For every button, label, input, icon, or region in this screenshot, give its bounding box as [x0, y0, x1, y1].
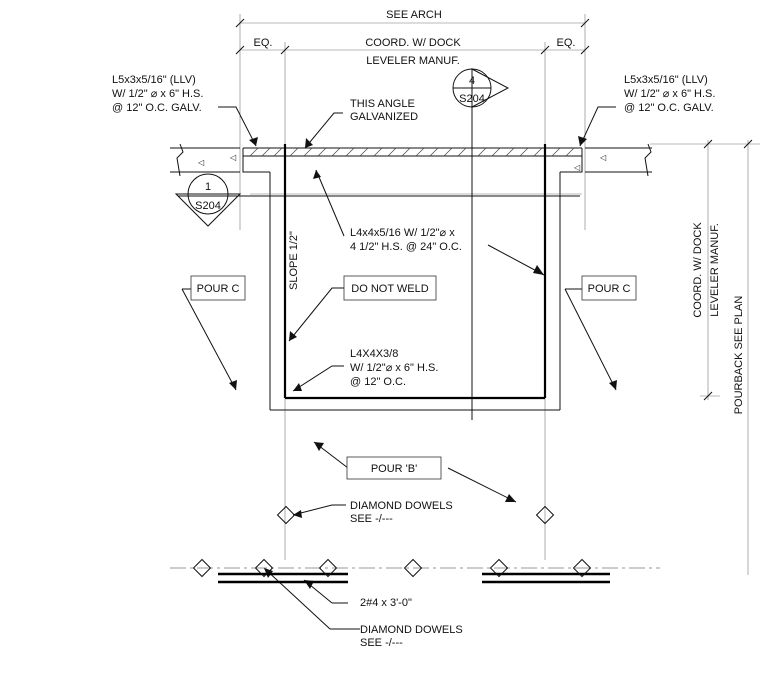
- do-not-weld-label: DO NOT WELD: [351, 283, 428, 295]
- angle-left-note-line1: L5x3x5/16" (LLV): [112, 74, 196, 86]
- svg-text:◁: ◁: [230, 153, 237, 162]
- section-top-sheet: S204: [459, 93, 485, 105]
- pour-b-tag: [346, 456, 442, 480]
- angle-left-note-line3: @ 12" O.C. GALV.: [112, 102, 202, 114]
- svg-text:◁: ◁: [574, 163, 581, 172]
- dowels-note-1-line1: DIAMOND DOWELS: [350, 500, 453, 512]
- l4-angle-note-line2: 4 1/2" H.S. @ 24" O.C.: [350, 241, 462, 253]
- svg-text:◁: ◁: [600, 153, 607, 162]
- l4x4-note-line2: W/ 1/2"⌀ x 6" H.S.: [350, 362, 438, 374]
- section-left-number: 1: [205, 181, 211, 193]
- galvanized-note-line2: GALVANIZED: [350, 111, 418, 123]
- angle-right-note-line1: L5x3x5/16" (LLV): [624, 74, 708, 86]
- right-coord-dimension-line1: COORD. W/ DOCK: [692, 222, 704, 318]
- angle-right-note-line3: @ 12" O.C. GALV.: [624, 102, 714, 114]
- leader-lines: [181, 106, 617, 630]
- l4x4-note-line1: L4X4X3/8: [350, 348, 398, 360]
- section-top-number: 4: [469, 75, 475, 87]
- dowels-note-2-line2: SEE -/---: [360, 637, 403, 649]
- section-left-sheet: S204: [195, 200, 221, 212]
- right-coord-dimension-line2: LEVELER MANUF.: [709, 223, 721, 317]
- slope-note: SLOPE 1/2": [288, 231, 300, 290]
- section-marker-top: [452, 68, 510, 108]
- coord-dock-dimension-line2: LEVELER MANUF.: [366, 55, 460, 67]
- eq-right-dimension: EQ.: [557, 37, 576, 49]
- svg-text:◁: ◁: [198, 158, 205, 167]
- eq-left-dimension: EQ.: [254, 37, 273, 49]
- rebar-bars: [218, 572, 610, 584]
- rebar-note: 2#4 x 3'-0": [360, 597, 412, 609]
- dowels-note-1-line2: SEE -/---: [350, 513, 393, 525]
- angle-right-note-line2: W/ 1/2" ⌀ x 6" H.S.: [624, 88, 715, 100]
- section-marker-left: [174, 173, 242, 227]
- diamond-dowels: [192, 505, 592, 578]
- pour-c-right-label: POUR C: [588, 283, 631, 295]
- pourback-dimension: POURBACK SEE PLAN: [733, 296, 745, 415]
- pour-b-label: POUR 'B': [371, 463, 417, 475]
- do-not-weld-tag: [343, 275, 437, 301]
- galvanized-note-line1: THIS ANGLE: [350, 98, 415, 110]
- galvanized-angle-hatch: [249, 147, 575, 157]
- pour-c-right-tag: [581, 275, 637, 301]
- angle-left-note-line2: W/ 1/2" ⌀ x 6" H.S.: [112, 88, 203, 100]
- see-arch-dimension: SEE ARCH: [386, 9, 442, 21]
- coord-dock-dimension: COORD. W/ DOCK: [365, 37, 461, 49]
- pour-c-left-tag: [190, 275, 246, 301]
- pour-c-left-label: POUR C: [197, 283, 240, 295]
- right-dimension-strings: [650, 139, 760, 575]
- l4x4-note-line3: @ 12" O.C.: [350, 376, 406, 388]
- l4-angle-note-line1: L4x4x5/16 W/ 1/2"⌀ x: [350, 227, 455, 239]
- dowels-note-2-line1: DIAMOND DOWELS: [360, 624, 463, 636]
- slab-edge: ◁ ◁ ◁ ◁: [170, 100, 652, 420]
